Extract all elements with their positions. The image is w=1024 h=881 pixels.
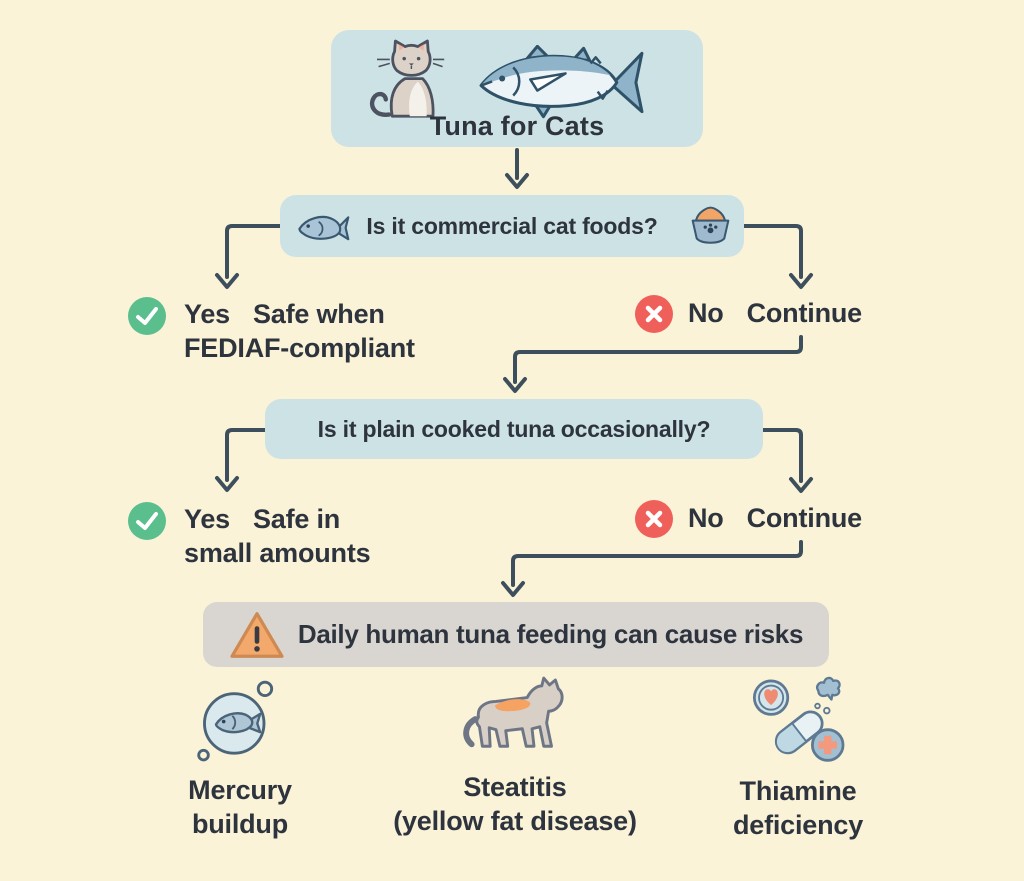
check-icon	[128, 502, 166, 540]
question-2-text: Is it plain cooked tuna occasionally?	[317, 415, 711, 442]
warning-node: Daily human tuna feeding can cause risks	[203, 602, 829, 667]
risk-thiamine: Thiamine deficiency	[698, 670, 898, 842]
x-icon	[635, 295, 673, 333]
x-icon	[635, 500, 673, 538]
branch-yes-2: Yes Safe in small amounts	[184, 502, 371, 570]
answer-label: No	[688, 503, 724, 533]
arrowhead	[789, 273, 813, 289]
question-1-node: Is it commercial cat foods?	[280, 195, 744, 257]
cat-food-bowl-icon	[687, 203, 734, 248]
arrowhead	[215, 476, 239, 492]
answer-label: Yes	[184, 299, 230, 329]
root-title: Tuna for Cats	[429, 111, 605, 141]
connector-q2-no	[760, 428, 803, 483]
arrowhead	[215, 273, 239, 289]
branch-no-2: No Continue	[688, 501, 862, 535]
steatitis-cat-icon	[459, 676, 571, 762]
warning-triangle-icon	[229, 610, 285, 660]
connector-q1-yes	[225, 224, 284, 279]
branch-yes-1: Yes Safe when FEDIAF-compliant	[184, 297, 415, 365]
risk-label: Steatitis (yellow fat disease)	[393, 772, 637, 836]
fish-icon	[296, 209, 350, 245]
connector-continue1-to-q2	[513, 335, 803, 384]
risk-steatitis: Steatitis (yellow fat disease)	[355, 676, 675, 838]
thiamine-pills-icon	[746, 670, 850, 768]
result-line: Safe in	[252, 504, 341, 534]
branch-no-1: No Continue	[688, 296, 862, 330]
risk-label: Mercury buildup	[188, 775, 292, 839]
question-1-text: Is it commercial cat foods?	[366, 212, 658, 239]
arrowhead	[501, 581, 525, 597]
warning-text: Daily human tuna feeding can cause risks	[297, 619, 804, 649]
check-icon	[128, 297, 166, 335]
result-line: Safe when	[252, 299, 385, 329]
tuna-fish-icon	[475, 45, 651, 121]
answer-label: Yes	[184, 504, 230, 534]
result-line: Continue	[746, 503, 863, 533]
arrowhead	[789, 477, 813, 493]
result-line: Continue	[746, 298, 863, 328]
connector-q1-no	[741, 224, 803, 279]
result-line: small amounts	[184, 538, 371, 568]
answer-label: No	[688, 298, 724, 328]
connector-q2-yes	[225, 428, 268, 482]
mercury-fish-icon	[192, 676, 288, 768]
risk-label: Thiamine deficiency	[732, 776, 864, 840]
question-2-node: Is it plain cooked tuna occasionally?	[265, 399, 763, 459]
cat-icon	[365, 37, 445, 121]
root-node-tuna-for-cats: Tuna for Cats	[331, 30, 703, 147]
result-line: FEDIAF-compliant	[184, 333, 415, 363]
arrowhead	[503, 377, 527, 393]
arrowhead	[505, 173, 529, 189]
risk-mercury: Mercury buildup	[145, 676, 335, 841]
connector-continue2-to-warning	[511, 540, 803, 587]
